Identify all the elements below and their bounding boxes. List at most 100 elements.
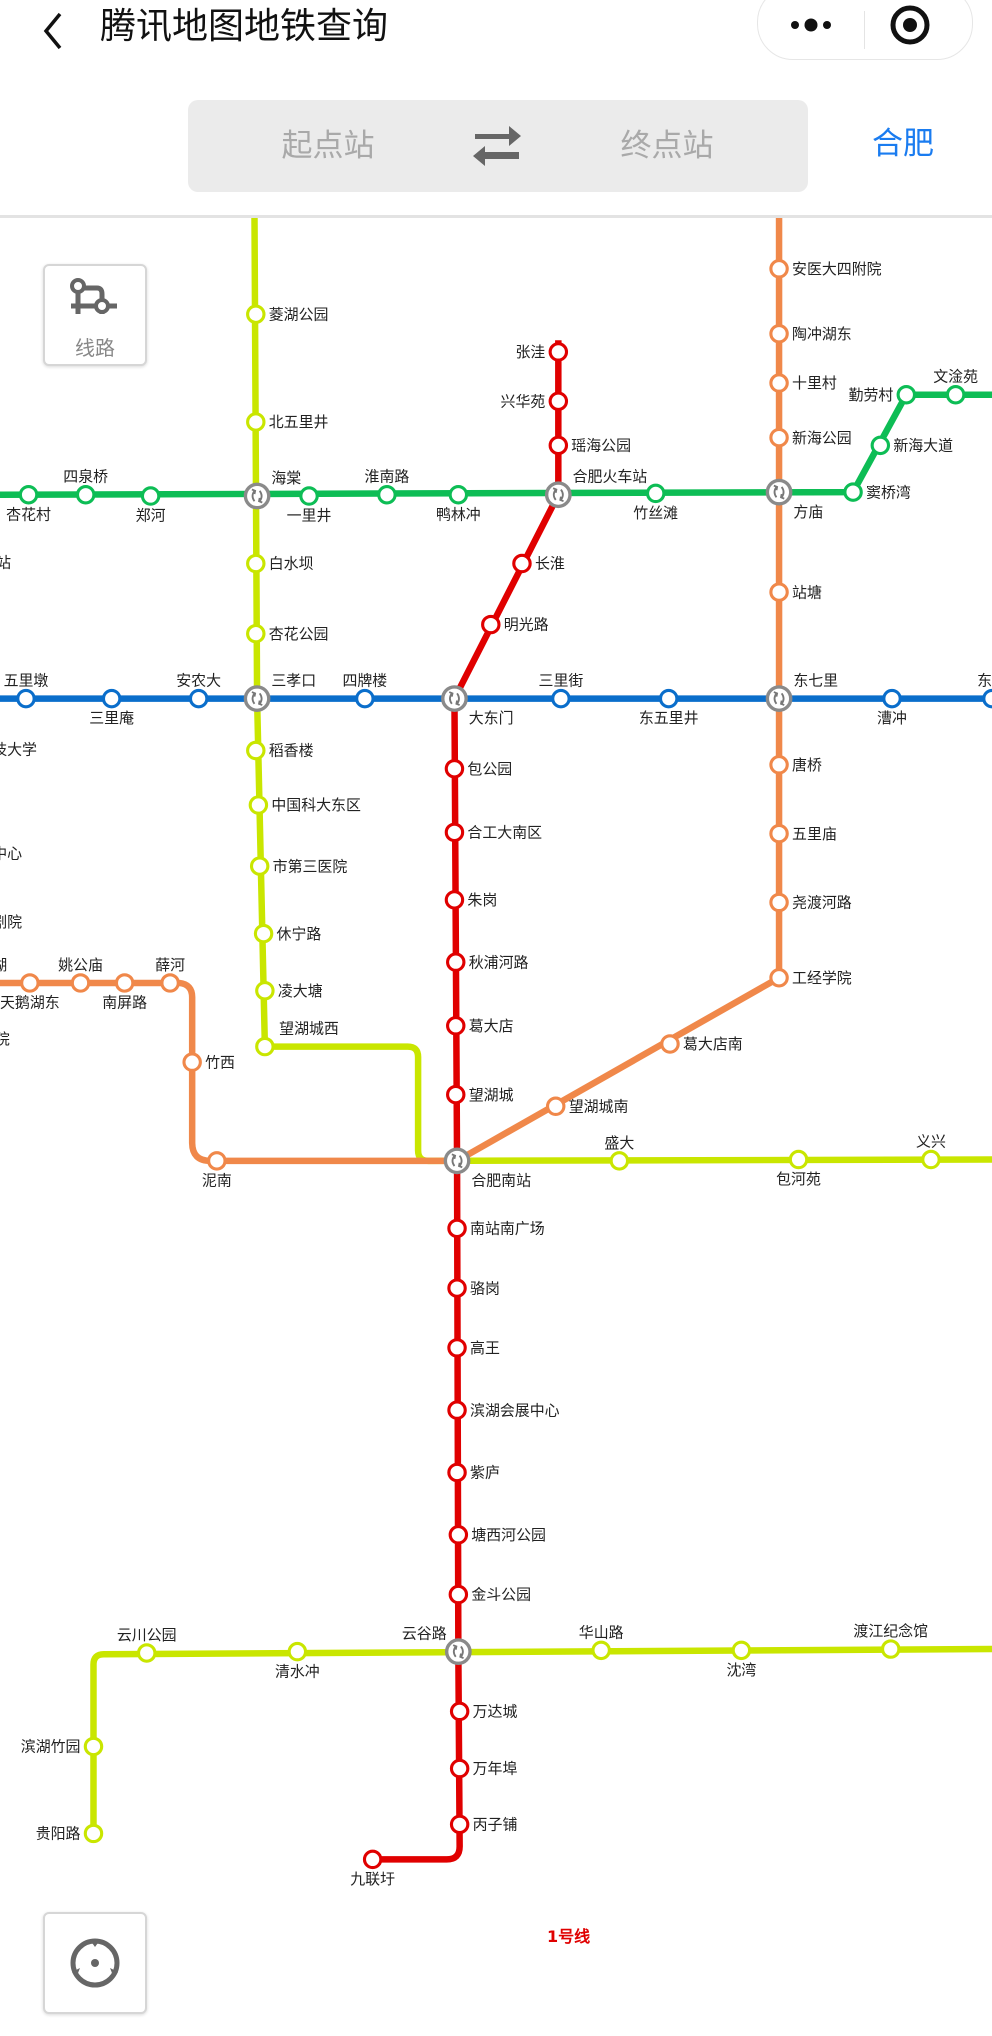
station[interactable]: 四泉桥: [63, 468, 108, 505]
interchange-icon[interactable]: [544, 481, 572, 509]
station[interactable]: 尧渡河路: [769, 892, 852, 913]
station[interactable]: 工经学院: [769, 968, 852, 988]
station-marker[interactable]: [481, 614, 501, 635]
interchange-icon[interactable]: [441, 685, 468, 712]
station-marker[interactable]: [447, 1218, 467, 1239]
station-marker[interactable]: [246, 304, 266, 324]
station[interactable]: 金斗公园: [448, 1584, 531, 1605]
station[interactable]: 望湖城南: [545, 1096, 629, 1117]
station[interactable]: 站塘: [769, 582, 822, 602]
station[interactable]: 鸭林冲: [436, 484, 481, 524]
interchange-station[interactable]: 云谷路: [402, 1625, 472, 1666]
station-marker[interactable]: [253, 923, 274, 944]
locate-button[interactable]: [43, 1912, 147, 2014]
station-marker[interactable]: [896, 384, 917, 405]
station[interactable]: 淮南路: [365, 468, 410, 505]
station-marker[interactable]: [255, 1036, 275, 1057]
station-marker[interactable]: [446, 952, 466, 972]
station[interactable]: 竹丝滩: [633, 483, 678, 522]
station-marker[interactable]: [609, 1151, 630, 1171]
interchange-station[interactable]: 方庙: [765, 478, 823, 521]
station-marker[interactable]: [660, 1034, 680, 1054]
station[interactable]: 望湖城西: [255, 1020, 339, 1057]
station-marker[interactable]: [769, 755, 789, 775]
station[interactable]: 长淮: [512, 553, 565, 574]
station-marker[interactable]: [447, 1278, 467, 1298]
station-marker[interactable]: [136, 1643, 157, 1663]
station[interactable]: 一里井: [287, 486, 332, 525]
station[interactable]: 包河苑: [776, 1149, 821, 1188]
station-marker[interactable]: [449, 1701, 470, 1722]
station-marker[interactable]: [548, 391, 569, 411]
station[interactable]: 泥南: [202, 1151, 232, 1190]
station[interactable]: 望湖城: [446, 1084, 514, 1105]
interchange-icon[interactable]: [444, 1638, 472, 1666]
station-marker[interactable]: [444, 890, 465, 910]
station[interactable]: 文淦苑: [933, 368, 978, 405]
station-marker[interactable]: [444, 758, 465, 779]
station-marker[interactable]: [921, 1149, 941, 1170]
station-marker[interactable]: [70, 973, 91, 993]
routes-button[interactable]: 线路: [43, 264, 147, 366]
station-marker[interactable]: [18, 484, 39, 505]
swap-stations-button[interactable]: [471, 122, 523, 170]
station-marker[interactable]: [20, 973, 40, 993]
station-marker[interactable]: [769, 323, 789, 344]
station-marker[interactable]: [246, 623, 266, 644]
station[interactable]: 菱湖公园: [246, 304, 329, 324]
station-marker[interactable]: [140, 486, 161, 506]
station[interactable]: 窦桥湾: [843, 482, 911, 502]
station[interactable]: 三里街: [539, 672, 584, 709]
station[interactable]: 兴华苑: [501, 391, 569, 411]
station[interactable]: 十里村: [769, 373, 837, 393]
station[interactable]: 中国科大东区: [248, 795, 361, 815]
city-selector[interactable]: 合肥: [872, 126, 934, 162]
station[interactable]: 葛大店: [446, 1016, 514, 1036]
station-marker[interactable]: [101, 688, 122, 709]
station[interactable]: 薛河: [155, 956, 185, 993]
station[interactable]: 合工大南区: [444, 822, 542, 843]
station-marker[interactable]: [788, 1149, 809, 1170]
station-marker[interactable]: [83, 1823, 104, 1844]
station[interactable]: 五里墩: [4, 672, 49, 709]
station-marker[interactable]: [880, 1639, 901, 1659]
station-marker[interactable]: [246, 553, 266, 574]
station-marker[interactable]: [769, 373, 789, 393]
station[interactable]: 姚公庙: [58, 956, 103, 993]
interchange-icon[interactable]: [243, 685, 271, 712]
station-marker[interactable]: [945, 384, 966, 405]
station-marker[interactable]: [255, 980, 275, 1001]
station[interactable]: 休宁路: [253, 923, 321, 944]
station[interactable]: 南屏路: [102, 973, 147, 1012]
station[interactable]: 天鹅湖东: [0, 973, 60, 1012]
station-marker[interactable]: [248, 795, 269, 815]
station[interactable]: 安农大: [176, 672, 221, 709]
station-marker[interactable]: [446, 1084, 466, 1105]
station[interactable]: 新海大道: [870, 435, 953, 456]
station-marker[interactable]: [287, 1641, 308, 1662]
station-marker[interactable]: [448, 484, 469, 505]
station-marker[interactable]: [448, 1525, 469, 1545]
station[interactable]: 凌大塘: [255, 980, 323, 1001]
station-marker[interactable]: [870, 435, 891, 456]
station-marker[interactable]: [449, 1814, 470, 1835]
station[interactable]: 安医大四附院: [769, 259, 882, 279]
interchange-station[interactable]: 大东门: [441, 685, 514, 727]
station[interactable]: 郑河: [136, 486, 166, 525]
station[interactable]: 万达城: [449, 1701, 517, 1722]
station-marker[interactable]: [512, 553, 532, 574]
station[interactable]: 稻香楼: [246, 740, 314, 761]
station-marker[interactable]: [246, 412, 266, 432]
station[interactable]: 渡江纪念馆: [853, 1622, 928, 1659]
station-marker[interactable]: [377, 484, 397, 505]
station-marker[interactable]: [447, 1338, 467, 1358]
interchange-icon[interactable]: [243, 482, 271, 510]
station[interactable]: 包公园: [444, 758, 512, 779]
station-marker[interactable]: [446, 1016, 466, 1036]
station[interactable]: 紫庐: [447, 1462, 500, 1483]
station[interactable]: 唐桥: [769, 755, 822, 775]
station[interactable]: 新海公园: [769, 427, 852, 448]
close-miniprogram-button[interactable]: [865, 1, 971, 59]
station-marker[interactable]: [769, 892, 789, 913]
station[interactable]: 北五里井: [246, 412, 329, 432]
